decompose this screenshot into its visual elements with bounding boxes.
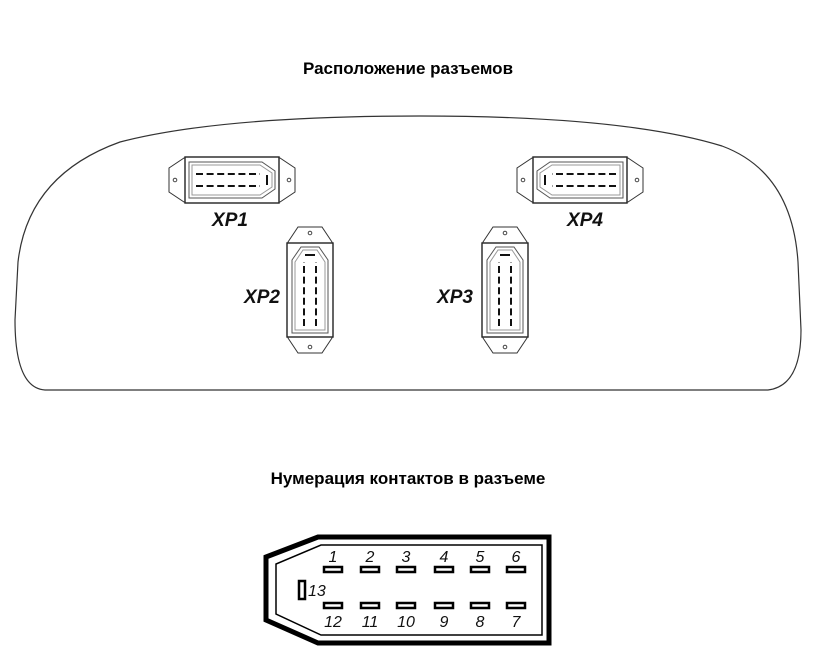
pin-1 [322, 565, 344, 574]
pin-12 [322, 601, 344, 610]
pin-13 [297, 579, 307, 601]
pin-label-12: 12 [324, 614, 342, 631]
pin-label-13: 13 [308, 583, 326, 600]
pin-label-6: 6 [512, 549, 521, 566]
pin-11 [359, 601, 381, 610]
connector-xp4 [516, 156, 644, 204]
connector-xp2 [286, 226, 334, 354]
pin-3 [395, 565, 417, 574]
numbering-title: Нумерация контактов в разъеме [271, 469, 546, 488]
connector-xp1 [168, 156, 296, 204]
pin-label-1: 1 [329, 549, 338, 566]
panel-outline [14, 115, 802, 391]
connector-xp3 [481, 226, 529, 354]
pin-9 [433, 601, 455, 610]
pin-label-10: 10 [397, 614, 415, 631]
pin-label-2: 2 [365, 549, 375, 566]
pin-8 [469, 601, 491, 610]
pin-7 [505, 601, 527, 610]
pin-5 [469, 565, 491, 574]
pin-2 [359, 565, 381, 574]
label-xp3: XP3 [436, 287, 473, 308]
pin-label-11: 11 [362, 614, 379, 631]
layout-title: Расположение разъемов [303, 59, 513, 78]
pin-label-9: 9 [440, 614, 449, 631]
pin-label-4: 4 [440, 549, 449, 566]
pin-label-3: 3 [402, 549, 411, 566]
label-xp1: XP1 [211, 210, 248, 231]
pin-4 [433, 565, 455, 574]
label-xp4: XP4 [566, 210, 603, 231]
pin-6 [505, 565, 527, 574]
pin-label-5: 5 [476, 549, 485, 566]
pin-label-7: 7 [512, 614, 522, 631]
label-xp2: XP2 [243, 287, 280, 308]
pin-10 [395, 601, 417, 610]
pin-label-8: 8 [476, 614, 485, 631]
